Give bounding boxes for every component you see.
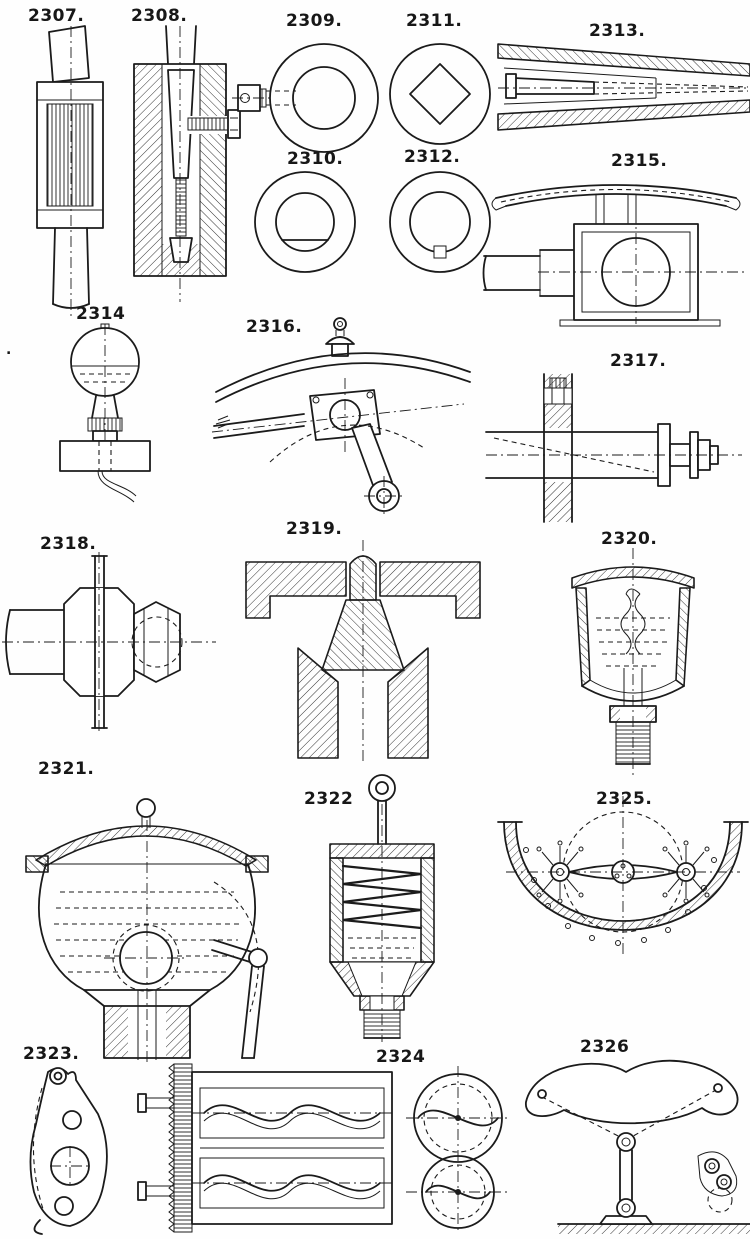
stray-period-mark: . bbox=[6, 342, 12, 358]
figure-2322 bbox=[302, 772, 460, 1042]
figure-2321 bbox=[8, 772, 286, 1062]
figure-2319 bbox=[238, 540, 488, 764]
figure-2308-drawing bbox=[133, 25, 241, 302]
figure-2311 bbox=[388, 40, 492, 148]
figure-label-2321: 2321. bbox=[38, 759, 95, 779]
figure-2316-drawing bbox=[211, 317, 471, 516]
figure-2312 bbox=[388, 168, 492, 280]
figure-label-2308: 2308. bbox=[131, 6, 188, 26]
figure-2315-drawing bbox=[482, 184, 746, 327]
figure-label-2311: 2311. bbox=[406, 11, 463, 31]
figure-label-2322: 2322 bbox=[304, 789, 354, 809]
figure-2313 bbox=[497, 43, 750, 144]
figure-label-2326: 2326 bbox=[580, 1037, 630, 1057]
figure-2326 bbox=[514, 1050, 750, 1236]
figure-label-2325: 2325. bbox=[596, 789, 653, 809]
figure-2326-drawing bbox=[525, 1059, 750, 1234]
figure-2320-drawing bbox=[571, 548, 695, 776]
figure-2314-drawing bbox=[59, 323, 151, 503]
figure-2314 bbox=[42, 323, 168, 503]
figure-label-2313: 2313. bbox=[589, 21, 646, 41]
figure-label-2319: 2319. bbox=[286, 519, 343, 539]
figure-2318 bbox=[2, 552, 218, 734]
figure-2307 bbox=[18, 25, 123, 318]
figure-2318-drawing bbox=[2, 552, 216, 732]
figure-label-2324: 2324 bbox=[376, 1047, 426, 1067]
figure-2310-drawing bbox=[254, 171, 356, 273]
figure-2312-drawing bbox=[389, 171, 491, 273]
figure-2313-drawing bbox=[497, 43, 750, 131]
figure-2311-drawing bbox=[389, 43, 491, 145]
figure-label-2317: 2317. bbox=[610, 351, 667, 371]
figure-2317-drawing bbox=[485, 373, 742, 523]
figure-2309-drawing bbox=[232, 43, 379, 153]
figure-2323 bbox=[14, 1062, 130, 1235]
figure-label-2316: 2316. bbox=[246, 317, 303, 337]
figure-2308 bbox=[118, 25, 241, 302]
figure-2320 bbox=[552, 548, 714, 776]
figure-label-2323: 2323. bbox=[23, 1044, 80, 1064]
figure-2315 bbox=[482, 168, 750, 327]
figure-2324 bbox=[136, 1058, 514, 1236]
figure-2323-drawing bbox=[29, 1067, 108, 1235]
figure-label-2314: 2314 bbox=[76, 304, 126, 324]
figure-2317 bbox=[485, 364, 750, 523]
figure-label-2307: 2307. bbox=[28, 6, 85, 26]
figure-label-2318: 2318. bbox=[40, 534, 97, 554]
figure-2307-drawing bbox=[36, 25, 104, 318]
figure-label-2312: 2312. bbox=[404, 147, 461, 167]
figure-label-2309: 2309. bbox=[286, 11, 343, 31]
figure-2321-drawing bbox=[25, 798, 269, 1062]
figure-2316 bbox=[211, 300, 474, 518]
figure-2309 bbox=[232, 40, 380, 158]
figure-2310 bbox=[244, 168, 366, 276]
figure-2325 bbox=[496, 788, 750, 1010]
figure-2319-drawing bbox=[245, 540, 481, 764]
figure-label-2320: 2320. bbox=[601, 529, 658, 549]
figure-2325-drawing bbox=[497, 796, 749, 958]
figure-label-2310: 2310. bbox=[287, 149, 344, 169]
figure-2322-drawing bbox=[329, 774, 435, 1042]
figure-2324-drawing bbox=[137, 1063, 510, 1234]
figure-label-2315: 2315. bbox=[611, 151, 668, 171]
